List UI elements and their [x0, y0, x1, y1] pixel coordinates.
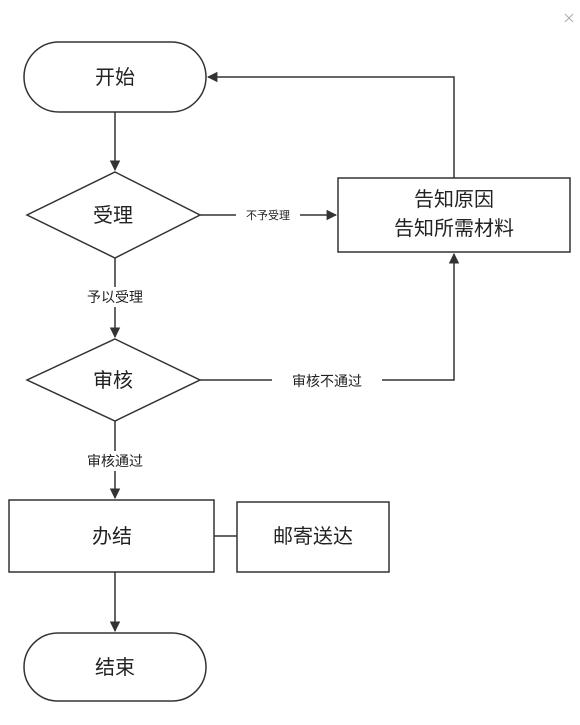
notify-label-line2: 告知所需材料	[394, 216, 514, 240]
start-node: 开始	[23, 41, 207, 113]
notify-label-line1: 告知原因	[414, 187, 494, 211]
edge-review-fail	[200, 252, 460, 381]
review-label: 审核	[93, 368, 133, 392]
close-icon[interactable]	[564, 13, 574, 23]
review-pass-label: 审核通过	[87, 454, 143, 470]
end-label: 结束	[95, 655, 135, 679]
accept-label: 受理	[93, 203, 133, 227]
review-fail-label: 审核不通过	[292, 374, 362, 390]
accept-edge-label: 予以受理	[87, 290, 143, 306]
mail-node: 邮寄送达	[236, 501, 390, 573]
mail-label: 邮寄送达	[273, 524, 353, 548]
review-decision: 审核	[25, 338, 202, 422]
complete-label: 办结	[92, 524, 132, 548]
start-label: 开始	[95, 65, 135, 89]
accept-decision: 受理	[25, 171, 202, 259]
notify-node: 告知原因 告知所需材料	[337, 177, 571, 253]
complete-node: 办结	[8, 499, 215, 573]
edge-notify-start	[206, 71, 455, 178]
not-accept-label: 不予受理	[246, 209, 290, 222]
end-node: 结束	[23, 632, 207, 702]
